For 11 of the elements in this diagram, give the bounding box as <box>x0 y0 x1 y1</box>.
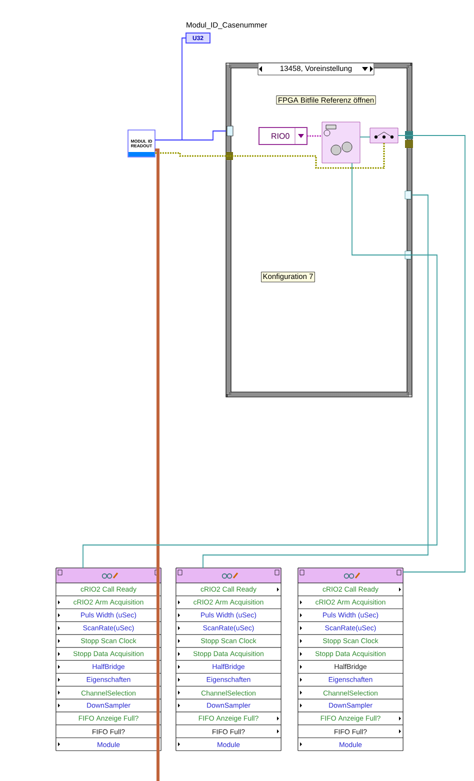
function-icon <box>322 122 360 164</box>
ring-constant: RIO0 <box>258 127 308 145</box>
wire <box>307 135 322 137</box>
wire <box>202 194 428 568</box>
wire <box>398 135 466 572</box>
wire <box>82 162 438 568</box>
wire <box>360 136 370 138</box>
function-icon <box>370 128 398 144</box>
wire <box>154 130 226 140</box>
wire <box>155 143 385 169</box>
wire <box>154 148 160 781</box>
